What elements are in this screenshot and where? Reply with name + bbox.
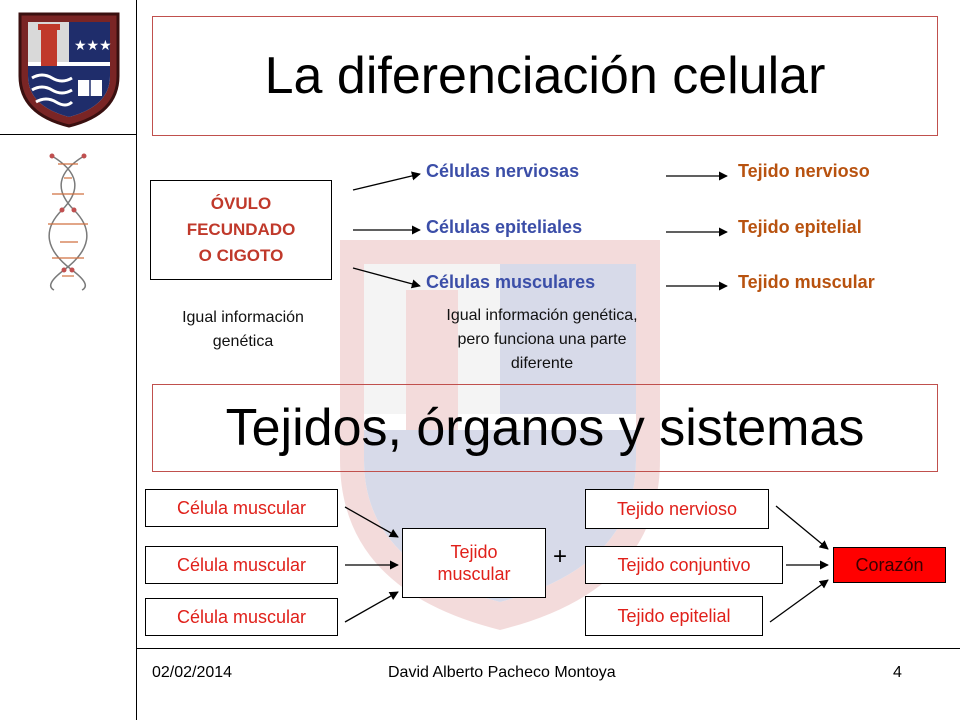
cell-label-epithelial: Células epiteliales <box>426 217 583 237</box>
tissue-label-nerve: Tejido nervioso <box>738 161 870 181</box>
footer-page-number: 4 <box>893 664 902 681</box>
arrow-cell1-tissue <box>344 506 399 538</box>
note-left-line-2: genética <box>212 333 274 350</box>
dna-helix-icon <box>48 153 88 291</box>
tissue-label-muscle: Tejido muscular <box>738 272 875 292</box>
arrow-nerve-heart <box>775 505 829 550</box>
muscle-tissue-line-2: muscular <box>437 564 511 584</box>
muscle-tissue-box: Tejido muscular <box>402 528 546 598</box>
crest-logo-icon: ★★★ <box>18 12 120 128</box>
logo-divider <box>0 134 136 135</box>
svg-text:★★★: ★★★ <box>74 38 112 54</box>
left-divider <box>136 0 137 720</box>
note-left-line-1: Igual información <box>182 309 304 326</box>
zygote-line-3: O CIGOTO <box>198 246 284 265</box>
arrow-zygote-muscle <box>352 267 421 289</box>
arrow-cell3-tissue <box>344 591 399 623</box>
note-right-line-2: pero funciona una parte <box>457 331 627 348</box>
muscle-cell-box-1: Célula muscular <box>145 489 338 527</box>
zygote-box: ÓVULO FECUNDADO O CIGOTO <box>150 180 332 280</box>
footer-divider <box>136 648 960 649</box>
connective-tissue-box: Tejido conjuntivo <box>585 546 783 584</box>
crest-watermark-icon <box>340 240 660 630</box>
epithelial-tissue-box: Tejido epitelial <box>585 596 763 636</box>
muscle-cell-box-3: Célula muscular <box>145 598 338 636</box>
tissue-label-epithelial: Tejido epitelial <box>738 217 862 237</box>
muscle-cell-box-2: Célula muscular <box>145 546 338 584</box>
note-same-genetics: Igual información genética <box>150 306 336 354</box>
cell-label-nerve: Células nerviosas <box>426 161 580 181</box>
plus-sign: + <box>553 543 568 570</box>
muscle-tissue-line-1: Tejido <box>450 542 498 562</box>
note-right-line-1: Igual información genética, <box>446 307 638 324</box>
arrow-epith-heart <box>769 579 829 623</box>
zygote-line-2: FECUNDADO <box>186 220 296 239</box>
heart-organ-box: Corazón <box>833 547 946 583</box>
section-title: Tejidos, órganos y sistemas <box>152 384 938 472</box>
main-title: La diferenciación celular <box>152 16 938 136</box>
zygote-line-1: ÓVULO <box>210 194 272 213</box>
footer-author: David Alberto Pacheco Montoya <box>388 664 616 681</box>
nerve-tissue-box: Tejido nervioso <box>585 489 769 529</box>
footer-date: 02/02/2014 <box>152 664 233 681</box>
arrow-zygote-nerve <box>352 171 421 191</box>
note-right-line-3: diferente <box>510 355 574 372</box>
note-different-function: Igual información genética, pero funcion… <box>402 304 682 376</box>
cell-label-muscle: Células musculares <box>426 272 596 292</box>
